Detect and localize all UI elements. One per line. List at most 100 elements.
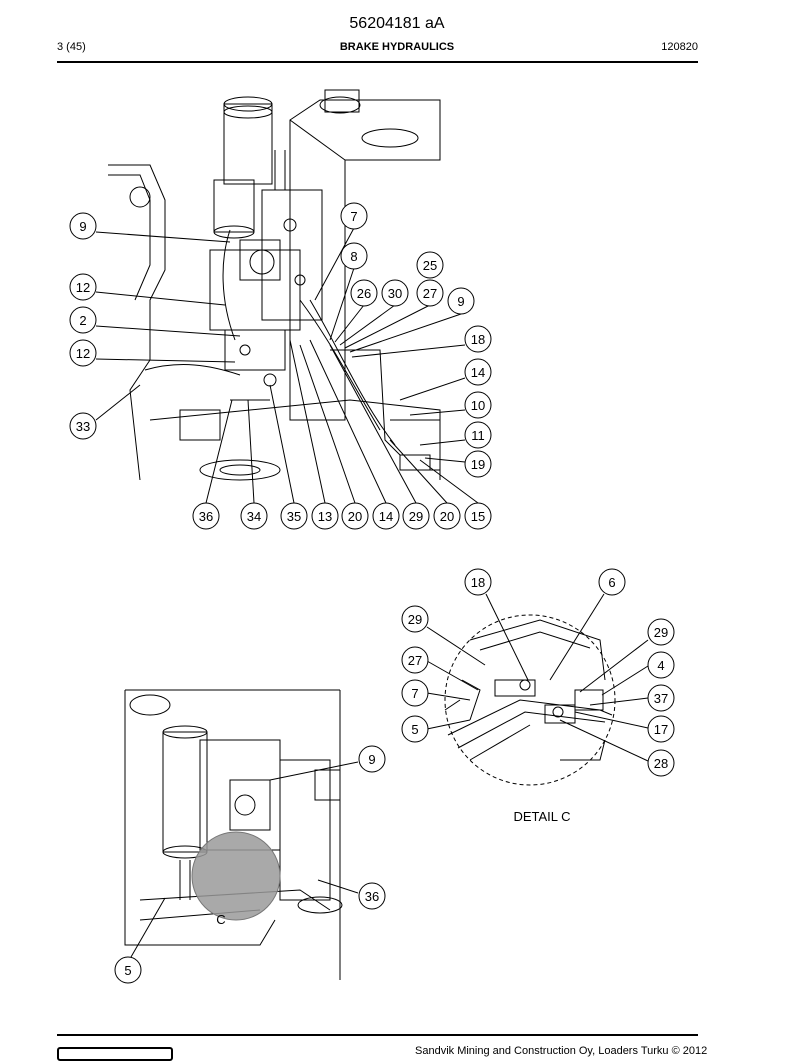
- callout: 14: [464, 358, 492, 386]
- svg-text:36: 36: [199, 509, 213, 524]
- callout: 33: [69, 412, 97, 440]
- detail-title: DETAIL C: [513, 809, 570, 824]
- svg-text:2: 2: [79, 313, 86, 328]
- svg-text:29: 29: [408, 612, 422, 627]
- callout: 7: [340, 202, 368, 230]
- callout: 30: [381, 279, 409, 307]
- document-id: 56204181 aA: [349, 15, 445, 32]
- callout: 36: [358, 882, 386, 910]
- svg-text:11: 11: [471, 428, 485, 443]
- callout: 35: [280, 502, 308, 530]
- detail-leader-lines: [426, 593, 649, 762]
- footer-rule: [57, 1034, 698, 1036]
- callout: 11: [464, 421, 492, 449]
- bottom-callouts: 9 36 5: [114, 745, 386, 984]
- svg-text:9: 9: [79, 219, 86, 234]
- bottom-assembly-drawing: [124, 689, 343, 980]
- svg-text:36: 36: [365, 889, 379, 904]
- svg-text:9: 9: [368, 752, 375, 767]
- callout: 20: [433, 502, 461, 530]
- section-title: BRAKE HYDRAULICS: [339, 41, 455, 53]
- callout: 12: [69, 339, 97, 367]
- callout: 28: [647, 749, 675, 777]
- svg-text:13: 13: [318, 509, 332, 524]
- svg-text:4: 4: [657, 658, 664, 673]
- callout: 29: [401, 605, 429, 633]
- svg-text:28: 28: [654, 756, 668, 771]
- callout: 9: [358, 745, 386, 773]
- document-code: 120820: [661, 41, 698, 53]
- svg-text:6: 6: [608, 575, 615, 590]
- callout: 29: [402, 502, 430, 530]
- callout: 18: [464, 568, 492, 596]
- callout: 7: [401, 679, 429, 707]
- svg-text:12: 12: [76, 280, 90, 295]
- bottom-leader-lines: [130, 761, 359, 958]
- callout: 17: [647, 715, 675, 743]
- detail-callouts: 18 6 29 29 27 4 7 37 5 17 28: [401, 568, 675, 777]
- svg-text:35: 35: [287, 509, 301, 524]
- detail-c-drawing: [444, 614, 616, 786]
- callout: 6: [598, 568, 626, 596]
- svg-text:29: 29: [654, 625, 668, 640]
- svg-text:8: 8: [350, 249, 357, 264]
- svg-text:5: 5: [124, 963, 131, 978]
- svg-text:15: 15: [471, 509, 485, 524]
- callout: 37: [647, 684, 675, 712]
- footer-copyright: Sandvik Mining and Construction Oy, Load…: [415, 1045, 708, 1057]
- svg-text:10: 10: [471, 398, 485, 413]
- svg-text:9: 9: [457, 294, 464, 309]
- callout: 8: [340, 242, 368, 270]
- svg-text:20: 20: [348, 509, 362, 524]
- svg-text:19: 19: [471, 457, 485, 472]
- callout: 2: [69, 306, 97, 334]
- callout: 26: [350, 279, 378, 307]
- callout: 15: [464, 502, 492, 530]
- svg-text:33: 33: [76, 419, 90, 434]
- svg-text:7: 7: [350, 209, 357, 224]
- svg-text:34: 34: [247, 509, 261, 524]
- callout: 9: [447, 287, 475, 315]
- callout: 36: [192, 502, 220, 530]
- svg-text:27: 27: [423, 286, 437, 301]
- callout: 13: [311, 502, 339, 530]
- header-rule: [57, 61, 698, 63]
- callout: 18: [464, 325, 492, 353]
- top-callouts: 9 7 8 25 26 30 27 9 12 2 12 18 14 10 11 …: [69, 202, 492, 530]
- callout: 34: [240, 502, 268, 530]
- svg-text:29: 29: [409, 509, 423, 524]
- callout: 20: [341, 502, 369, 530]
- svg-text:17: 17: [654, 722, 668, 737]
- callout: 4: [647, 651, 675, 679]
- callout: 27: [401, 646, 429, 674]
- callout: 12: [69, 273, 97, 301]
- callout: 5: [114, 956, 142, 984]
- callout: 9: [69, 212, 97, 240]
- svg-text:14: 14: [471, 365, 485, 380]
- callout: 25: [416, 251, 444, 279]
- callout: 19: [464, 450, 492, 478]
- svg-text:20: 20: [440, 509, 454, 524]
- callout: 29: [647, 618, 675, 646]
- svg-text:37: 37: [654, 691, 668, 706]
- top-assembly-drawing: [108, 89, 441, 481]
- svg-text:7: 7: [411, 686, 418, 701]
- sandvik-logo: [57, 1047, 173, 1061]
- top-leader-lines: [95, 227, 479, 504]
- svg-text:12: 12: [76, 346, 90, 361]
- callout: 10: [464, 391, 492, 419]
- svg-text:26: 26: [357, 286, 371, 301]
- svg-text:27: 27: [408, 653, 422, 668]
- callout: 5: [401, 715, 429, 743]
- callout: 27: [416, 279, 444, 307]
- svg-text:30: 30: [388, 286, 402, 301]
- zoom-label: C: [216, 912, 225, 927]
- page-number: 3 (45): [57, 41, 86, 53]
- svg-text:5: 5: [411, 722, 418, 737]
- detail-zoom-circle: [191, 831, 281, 921]
- callout: 14: [372, 502, 400, 530]
- svg-text:14: 14: [379, 509, 393, 524]
- svg-text:25: 25: [423, 258, 437, 273]
- svg-text:18: 18: [471, 575, 485, 590]
